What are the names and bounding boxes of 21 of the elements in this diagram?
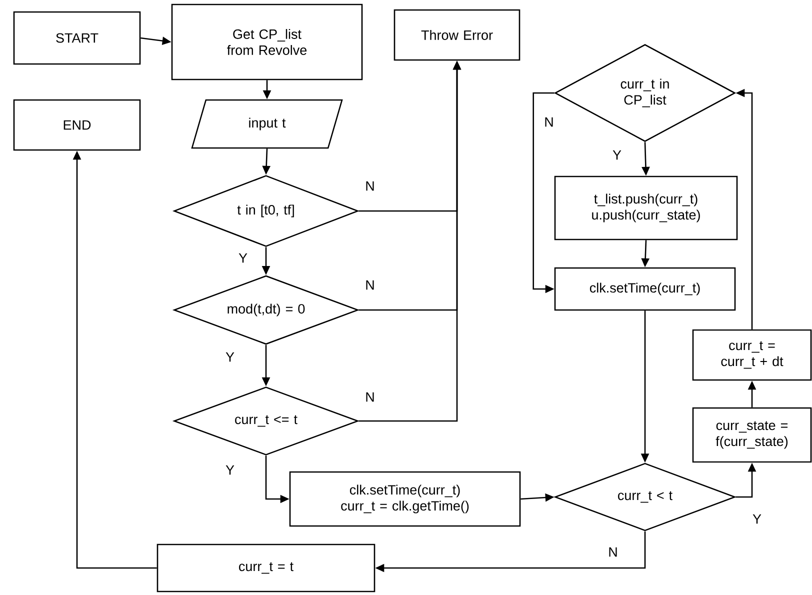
edge-label: Y [226, 465, 234, 475]
process-box: curr_t = curr_t + dt [692, 329, 812, 381]
edge-label: N [545, 117, 553, 127]
edge-label: Y [238, 253, 248, 263]
edge-label: Y [226, 352, 234, 362]
process-box: curr_t = t [156, 544, 376, 592]
input-parallelogram: input t [191, 99, 343, 149]
edge-label: N [366, 181, 374, 191]
process-box: clk.setTime(curr_t) [554, 267, 736, 311]
edge-label: N [366, 392, 374, 402]
process-box: t_list.push(curr_t) u.push(curr_state) [554, 176, 738, 240]
process-box: curr_state = f(curr_state) [692, 407, 812, 463]
process-box: clk.setTime(curr_t) curr_t = clk.getTime() [289, 471, 521, 527]
edge-label: Y [752, 514, 762, 524]
edge-label: N [609, 547, 617, 557]
process-box: START [13, 11, 141, 65]
edge-label: N [366, 280, 374, 290]
process-box: Throw Error [394, 9, 520, 61]
edge-label: Y [612, 150, 622, 160]
process-box: Get CP_list from Revolve [171, 4, 363, 80]
process-box: END [13, 99, 141, 151]
